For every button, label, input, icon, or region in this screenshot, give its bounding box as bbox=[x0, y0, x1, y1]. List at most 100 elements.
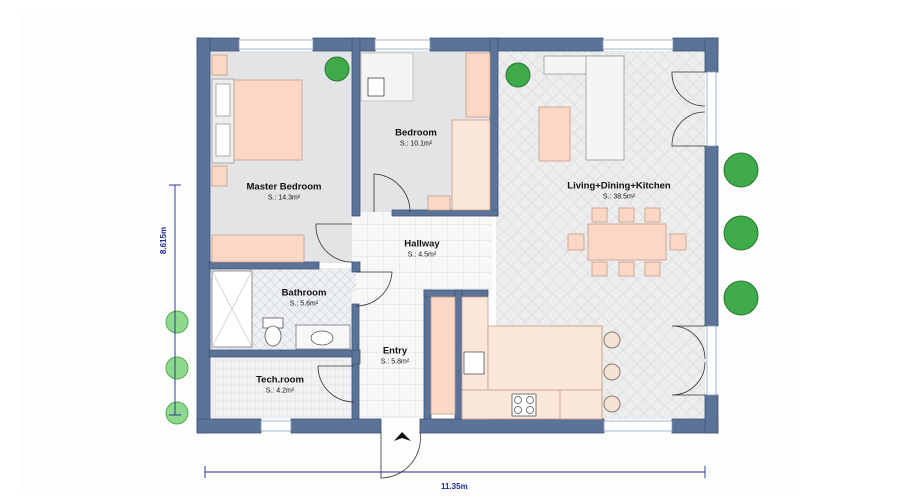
window bbox=[706, 325, 717, 396]
room-name: Living+Dining+Kitchen bbox=[567, 180, 671, 192]
sofa bbox=[585, 55, 625, 161]
room-area: S.: 38.5m² bbox=[602, 193, 636, 201]
terrace-door bbox=[671, 111, 706, 147]
nightstand bbox=[211, 165, 228, 187]
tech-room-floor bbox=[209, 357, 354, 419]
room-name: Tech.room bbox=[256, 374, 304, 386]
window bbox=[374, 39, 431, 50]
wardrobe bbox=[211, 234, 305, 263]
window bbox=[602, 39, 674, 50]
room-label-bathroom: Bathroom S.: 5.6m² bbox=[282, 288, 327, 309]
hallway-floor bbox=[352, 212, 492, 292]
dining-chair bbox=[644, 207, 661, 223]
nightstand bbox=[211, 54, 228, 76]
room-area: S.: 5.6m² bbox=[289, 300, 319, 308]
pillow bbox=[215, 83, 231, 117]
window bbox=[706, 71, 717, 147]
room-label-tech-room: Tech.room S.: 4.2m² bbox=[256, 375, 304, 396]
window bbox=[603, 420, 673, 432]
kitchen-bar bbox=[487, 325, 603, 391]
master-bedroom-door bbox=[315, 223, 353, 263]
room-label-hallway: Hallway S.: 4.5m² bbox=[404, 239, 439, 260]
bathroom-door bbox=[355, 271, 393, 307]
plant-icon bbox=[723, 215, 759, 251]
single-bed bbox=[451, 119, 491, 211]
terrace-door bbox=[671, 71, 706, 107]
shrub-icon bbox=[165, 356, 189, 380]
window bbox=[260, 420, 292, 432]
room-name: Entry bbox=[382, 345, 408, 357]
dining-table bbox=[587, 223, 667, 261]
wall-interior bbox=[391, 209, 499, 217]
dining-chair bbox=[567, 233, 585, 251]
wall-right bbox=[704, 37, 719, 73]
room-area: S.: 4.2m² bbox=[265, 387, 295, 395]
dining-chair bbox=[644, 261, 661, 277]
wall-top bbox=[429, 37, 604, 52]
wall-interior bbox=[208, 261, 320, 270]
dining-chair bbox=[669, 233, 687, 251]
wall-interior bbox=[489, 37, 499, 217]
plant-icon bbox=[505, 62, 531, 88]
wall-right bbox=[704, 394, 719, 434]
dining-chair bbox=[618, 261, 635, 277]
bar-stool bbox=[603, 395, 621, 413]
dimension-width-label: 11.35m bbox=[441, 482, 468, 491]
bar-stool bbox=[603, 331, 621, 349]
kitchen-tall-cabinet bbox=[430, 296, 456, 415]
room-area: S.: 14.3m² bbox=[267, 194, 301, 202]
wall-bottom bbox=[290, 418, 382, 434]
terrace-door bbox=[671, 325, 706, 360]
room-name: Bedroom bbox=[395, 127, 437, 139]
wall-interior bbox=[351, 349, 361, 365]
room-name: Bathroom bbox=[281, 287, 327, 299]
double-bed bbox=[233, 79, 303, 161]
entry-floor bbox=[352, 292, 430, 419]
tech-room-door bbox=[317, 365, 355, 403]
wall-bottom bbox=[419, 418, 605, 434]
pillow bbox=[215, 123, 231, 157]
stove-icon bbox=[511, 393, 537, 417]
doors bbox=[315, 71, 706, 479]
windows bbox=[238, 39, 717, 432]
room-area: S.: 4.5m² bbox=[407, 251, 437, 259]
dining-chair bbox=[591, 207, 608, 223]
wall-left bbox=[196, 37, 211, 434]
wall-interior bbox=[208, 349, 357, 358]
room-label-entry: Entry S.: 5.8m² bbox=[381, 346, 409, 367]
kitchen-sink-icon bbox=[463, 351, 485, 375]
shrub-icon bbox=[165, 401, 189, 425]
room-name: Master Bedroom bbox=[246, 181, 322, 193]
room-name: Hallway bbox=[404, 238, 440, 250]
plant-icon bbox=[723, 152, 759, 188]
dining-chair bbox=[591, 261, 608, 277]
room-label-master-bedroom: Master Bedroom S.: 14.3m² bbox=[247, 182, 322, 203]
dining-chair bbox=[618, 207, 635, 223]
room-label-living-dining-kitchen: Living+Dining+Kitchen S.: 38.5m² bbox=[567, 181, 670, 202]
wall-bottom bbox=[196, 418, 262, 434]
room-area: S.: 10.1m² bbox=[399, 140, 433, 148]
wall-interior bbox=[454, 289, 463, 420]
plant-icon bbox=[723, 280, 759, 316]
room-area: S.: 5.8m² bbox=[380, 358, 410, 366]
bedroom-wardrobe bbox=[465, 52, 491, 118]
bar-stools bbox=[603, 331, 621, 413]
wall-top bbox=[312, 37, 376, 52]
office-chair bbox=[367, 77, 385, 97]
plant-icon bbox=[324, 56, 350, 82]
terrace-door bbox=[671, 361, 706, 396]
wall-interior bbox=[423, 289, 432, 420]
entrance-arrow-icon bbox=[394, 432, 411, 441]
dimension-lines bbox=[169, 184, 706, 478]
shower-drain-lines bbox=[211, 270, 253, 348]
wall-interior bbox=[351, 37, 361, 217]
room-label-bedroom: Bedroom S.: 10.1m² bbox=[395, 128, 437, 149]
furniture bbox=[211, 52, 687, 420]
bar-stool bbox=[603, 363, 621, 381]
stove-burners-icon bbox=[514, 396, 534, 414]
bedroom-door bbox=[373, 173, 411, 213]
coffee-table bbox=[538, 106, 571, 162]
wall-right bbox=[704, 145, 719, 327]
